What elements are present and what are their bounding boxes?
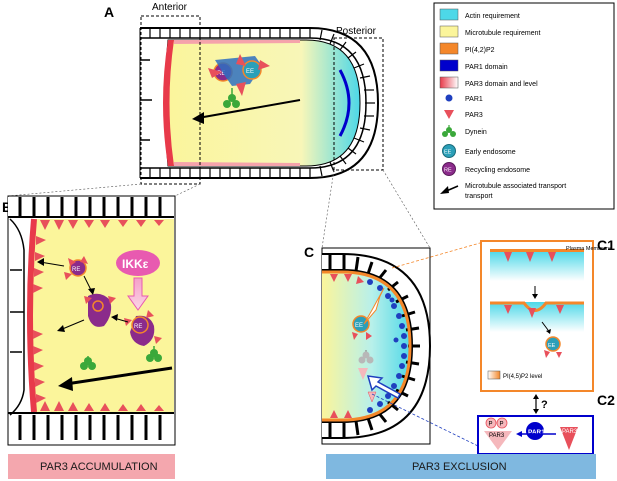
ikk-epsilon-bubble: IKKε	[116, 250, 160, 311]
svg-text:RE: RE	[72, 267, 80, 273]
legend-label-cont: transport	[465, 193, 493, 200]
panel-c2: P P PAR3 PAR1 PAR3	[477, 415, 594, 455]
dynein-b1	[80, 356, 96, 370]
posterior-label: Posterior	[336, 26, 377, 37]
legend-label: Early endosome	[465, 149, 516, 156]
svg-text:EE: EE	[246, 69, 254, 75]
par1-dot-icon	[445, 94, 453, 102]
dynein-icon	[442, 125, 456, 137]
anterior-label: Anterior	[152, 2, 188, 13]
microtubule-swatch	[439, 25, 459, 38]
legend-label: PAR3 domain and level	[465, 81, 538, 88]
early-endosome-c: EE	[352, 315, 372, 340]
dynein-a	[223, 88, 240, 108]
recycling-endosome-b1: RE	[64, 256, 88, 280]
legend-label: Dynein	[465, 129, 487, 136]
panel-b: RE RE IKKε	[7, 195, 176, 446]
svg-text:RE: RE	[444, 168, 452, 174]
panel-label-c1: C1	[597, 237, 615, 253]
par3-phospho-label: PAR3	[489, 433, 505, 439]
svg-text:P: P	[489, 422, 493, 428]
plasma-membrane-label: Plasma Membrane	[566, 246, 612, 252]
pi42p2-swatch	[439, 42, 459, 55]
early-endosome-icon: EE	[442, 144, 456, 158]
transport-arrow-icon	[440, 185, 459, 194]
legend-label: PAR1	[465, 96, 483, 103]
par1-circle	[526, 422, 544, 440]
legend-label: PAR3	[465, 112, 483, 119]
legend-label: Actin requirement	[465, 13, 520, 20]
actin-swatch	[439, 8, 459, 21]
legend-label: PI(4,2)P2	[465, 47, 495, 54]
svg-text:EE: EE	[548, 343, 556, 349]
banner-par3-accumulation: PAR3 ACCUMULATION	[8, 454, 175, 479]
svg-text:PAR1: PAR1	[528, 429, 545, 436]
legend-label: PAR1 domain	[465, 64, 508, 71]
recycling-endosome-icon: RE	[442, 162, 456, 176]
recycling-endosome-b2: RE	[124, 310, 162, 346]
svg-text:RE: RE	[217, 71, 225, 77]
egg-chamber-a: RE EE	[139, 27, 380, 179]
panel-label-c: C	[304, 244, 314, 260]
early-endosome-a: EE	[242, 60, 262, 80]
svg-text:PAR3 EXCLUSION: PAR3 EXCLUSION	[412, 461, 507, 473]
svg-text:EE: EE	[355, 323, 363, 329]
banner-par3-exclusion: PAR3 EXCLUSION	[326, 454, 596, 479]
par3-domain-swatch	[439, 76, 459, 89]
svg-text:RE: RE	[134, 324, 142, 330]
question-arrow: ?	[533, 394, 548, 414]
svg-text:P: P	[500, 422, 504, 428]
par3-triangle-icon	[444, 110, 454, 119]
pi45p2-level-label: PI(4,5)P2 level	[503, 374, 542, 380]
panel-label-c2: C2	[597, 392, 615, 408]
svg-text:?: ?	[541, 399, 548, 411]
svg-text:PAR3 ACCUMULATION: PAR3 ACCUMULATION	[40, 461, 158, 473]
zoom-box-posterior	[333, 37, 384, 171]
svg-text:EE: EE	[444, 150, 452, 156]
dynein-c	[358, 350, 374, 364]
panel-c: EE	[321, 247, 432, 445]
svg-text:IKKε: IKKε	[122, 257, 149, 271]
legend: Actin requirement Microtubule requiremen…	[433, 2, 615, 210]
panel-c1: Plasma Membrane EE PI(4,5)P2 level	[480, 240, 612, 392]
panel-label-b: B	[2, 199, 12, 215]
par1-domain-swatch	[439, 59, 459, 72]
par3-label: PAR3	[562, 429, 578, 435]
dynein-b2	[146, 346, 162, 362]
legend-label: Microtubule associated transport	[465, 183, 566, 190]
early-endosome-c1: EE	[544, 336, 562, 358]
legend-label: Microtubule requirement	[465, 30, 541, 37]
legend-label: Recycling endosome	[465, 167, 530, 174]
panel-label-a: A	[104, 4, 114, 20]
zoom-box-anterior	[140, 15, 201, 185]
